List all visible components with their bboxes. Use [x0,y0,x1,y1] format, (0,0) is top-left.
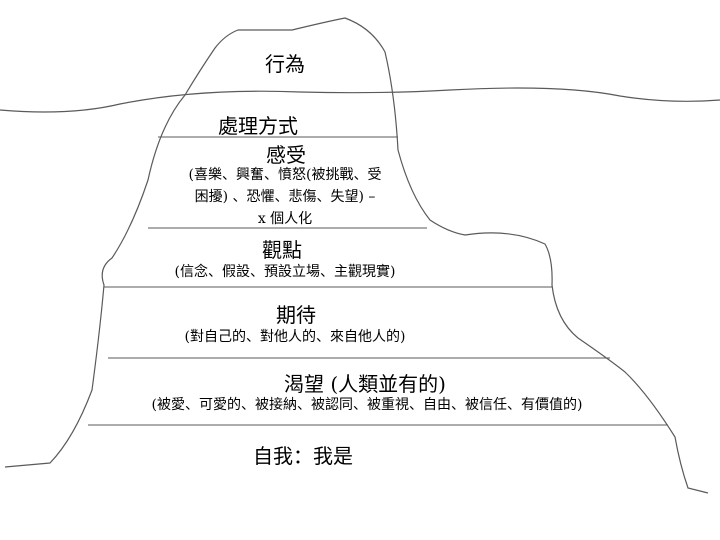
behavior-title: 行為 [265,52,305,76]
coping-title: 處理方式 [218,114,298,138]
feelings-detail-line2: 困擾) 、恐懼、悲傷、失望) – [194,189,376,205]
expectations-title: 期待 [276,303,316,327]
feelings-detail-line1: (喜樂、興奮、憤怒(被挑戰、受 [188,167,382,183]
water-line [0,87,720,113]
yearnings-detail: (被愛、可愛的、被接納、被認同、被重視、自由、被信任、有價值的) [151,397,583,413]
perceptions-detail: (信念、假設、預設立場、主觀現實) [174,264,396,280]
feelings-detail-line3: x 個人化 [257,211,313,227]
iceberg-outline [4,17,709,494]
self-title: 自我：我是 [253,444,353,468]
feelings-title: 感受 [266,143,306,167]
perceptions-title: 觀點 [262,238,302,262]
yearnings-title: 渴望 (人類並有的) [284,372,446,396]
expectations-detail: (對自己的、對他人的、來自他人的) [184,329,406,345]
